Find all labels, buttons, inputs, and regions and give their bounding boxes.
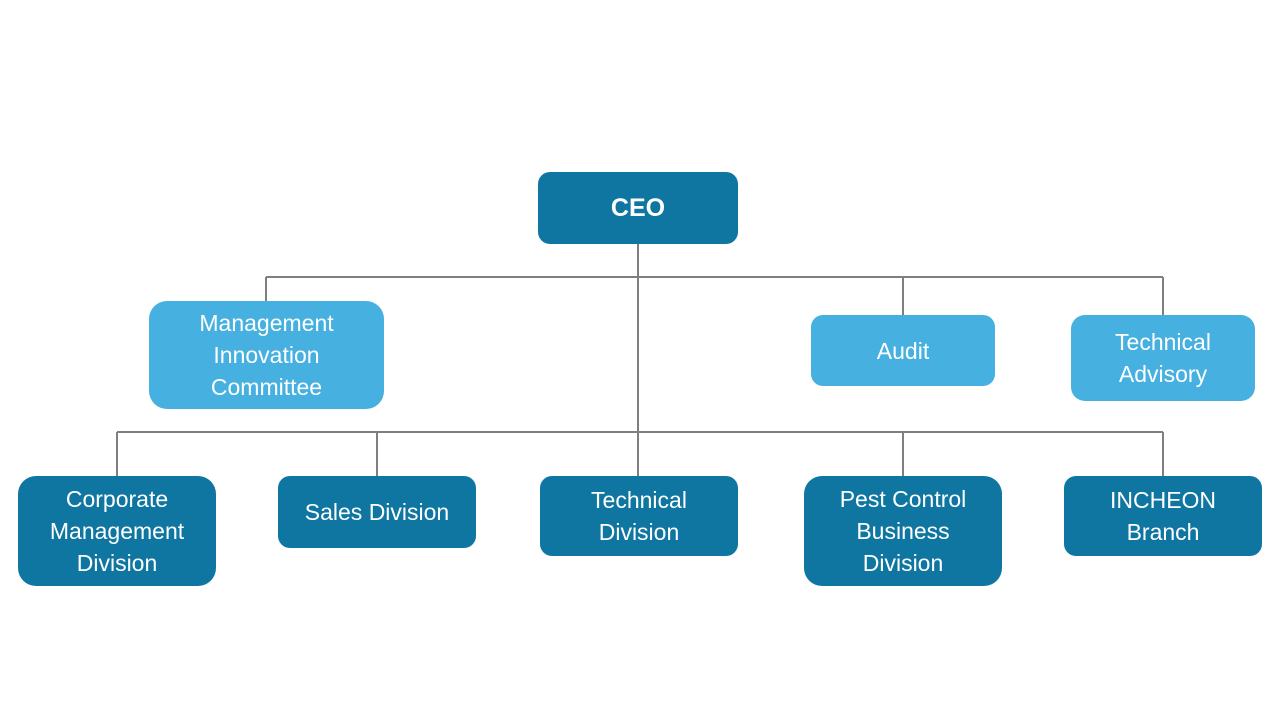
technical-division-box: Technical Division [540,476,738,556]
incheon-branch-box: INCHEON Branch [1064,476,1262,556]
management-innovation-committee-box: Management Innovation Committee [149,301,384,409]
ceo-box: CEO [538,172,738,244]
technical-advisory-box: Technical Advisory [1071,315,1255,401]
audit-box: Audit [811,315,995,386]
corporate-management-division-box: Corporate Management Division [18,476,216,586]
pest-control-business-division-box: Pest Control Business Division [804,476,1002,586]
sales-division-box: Sales Division [278,476,476,548]
